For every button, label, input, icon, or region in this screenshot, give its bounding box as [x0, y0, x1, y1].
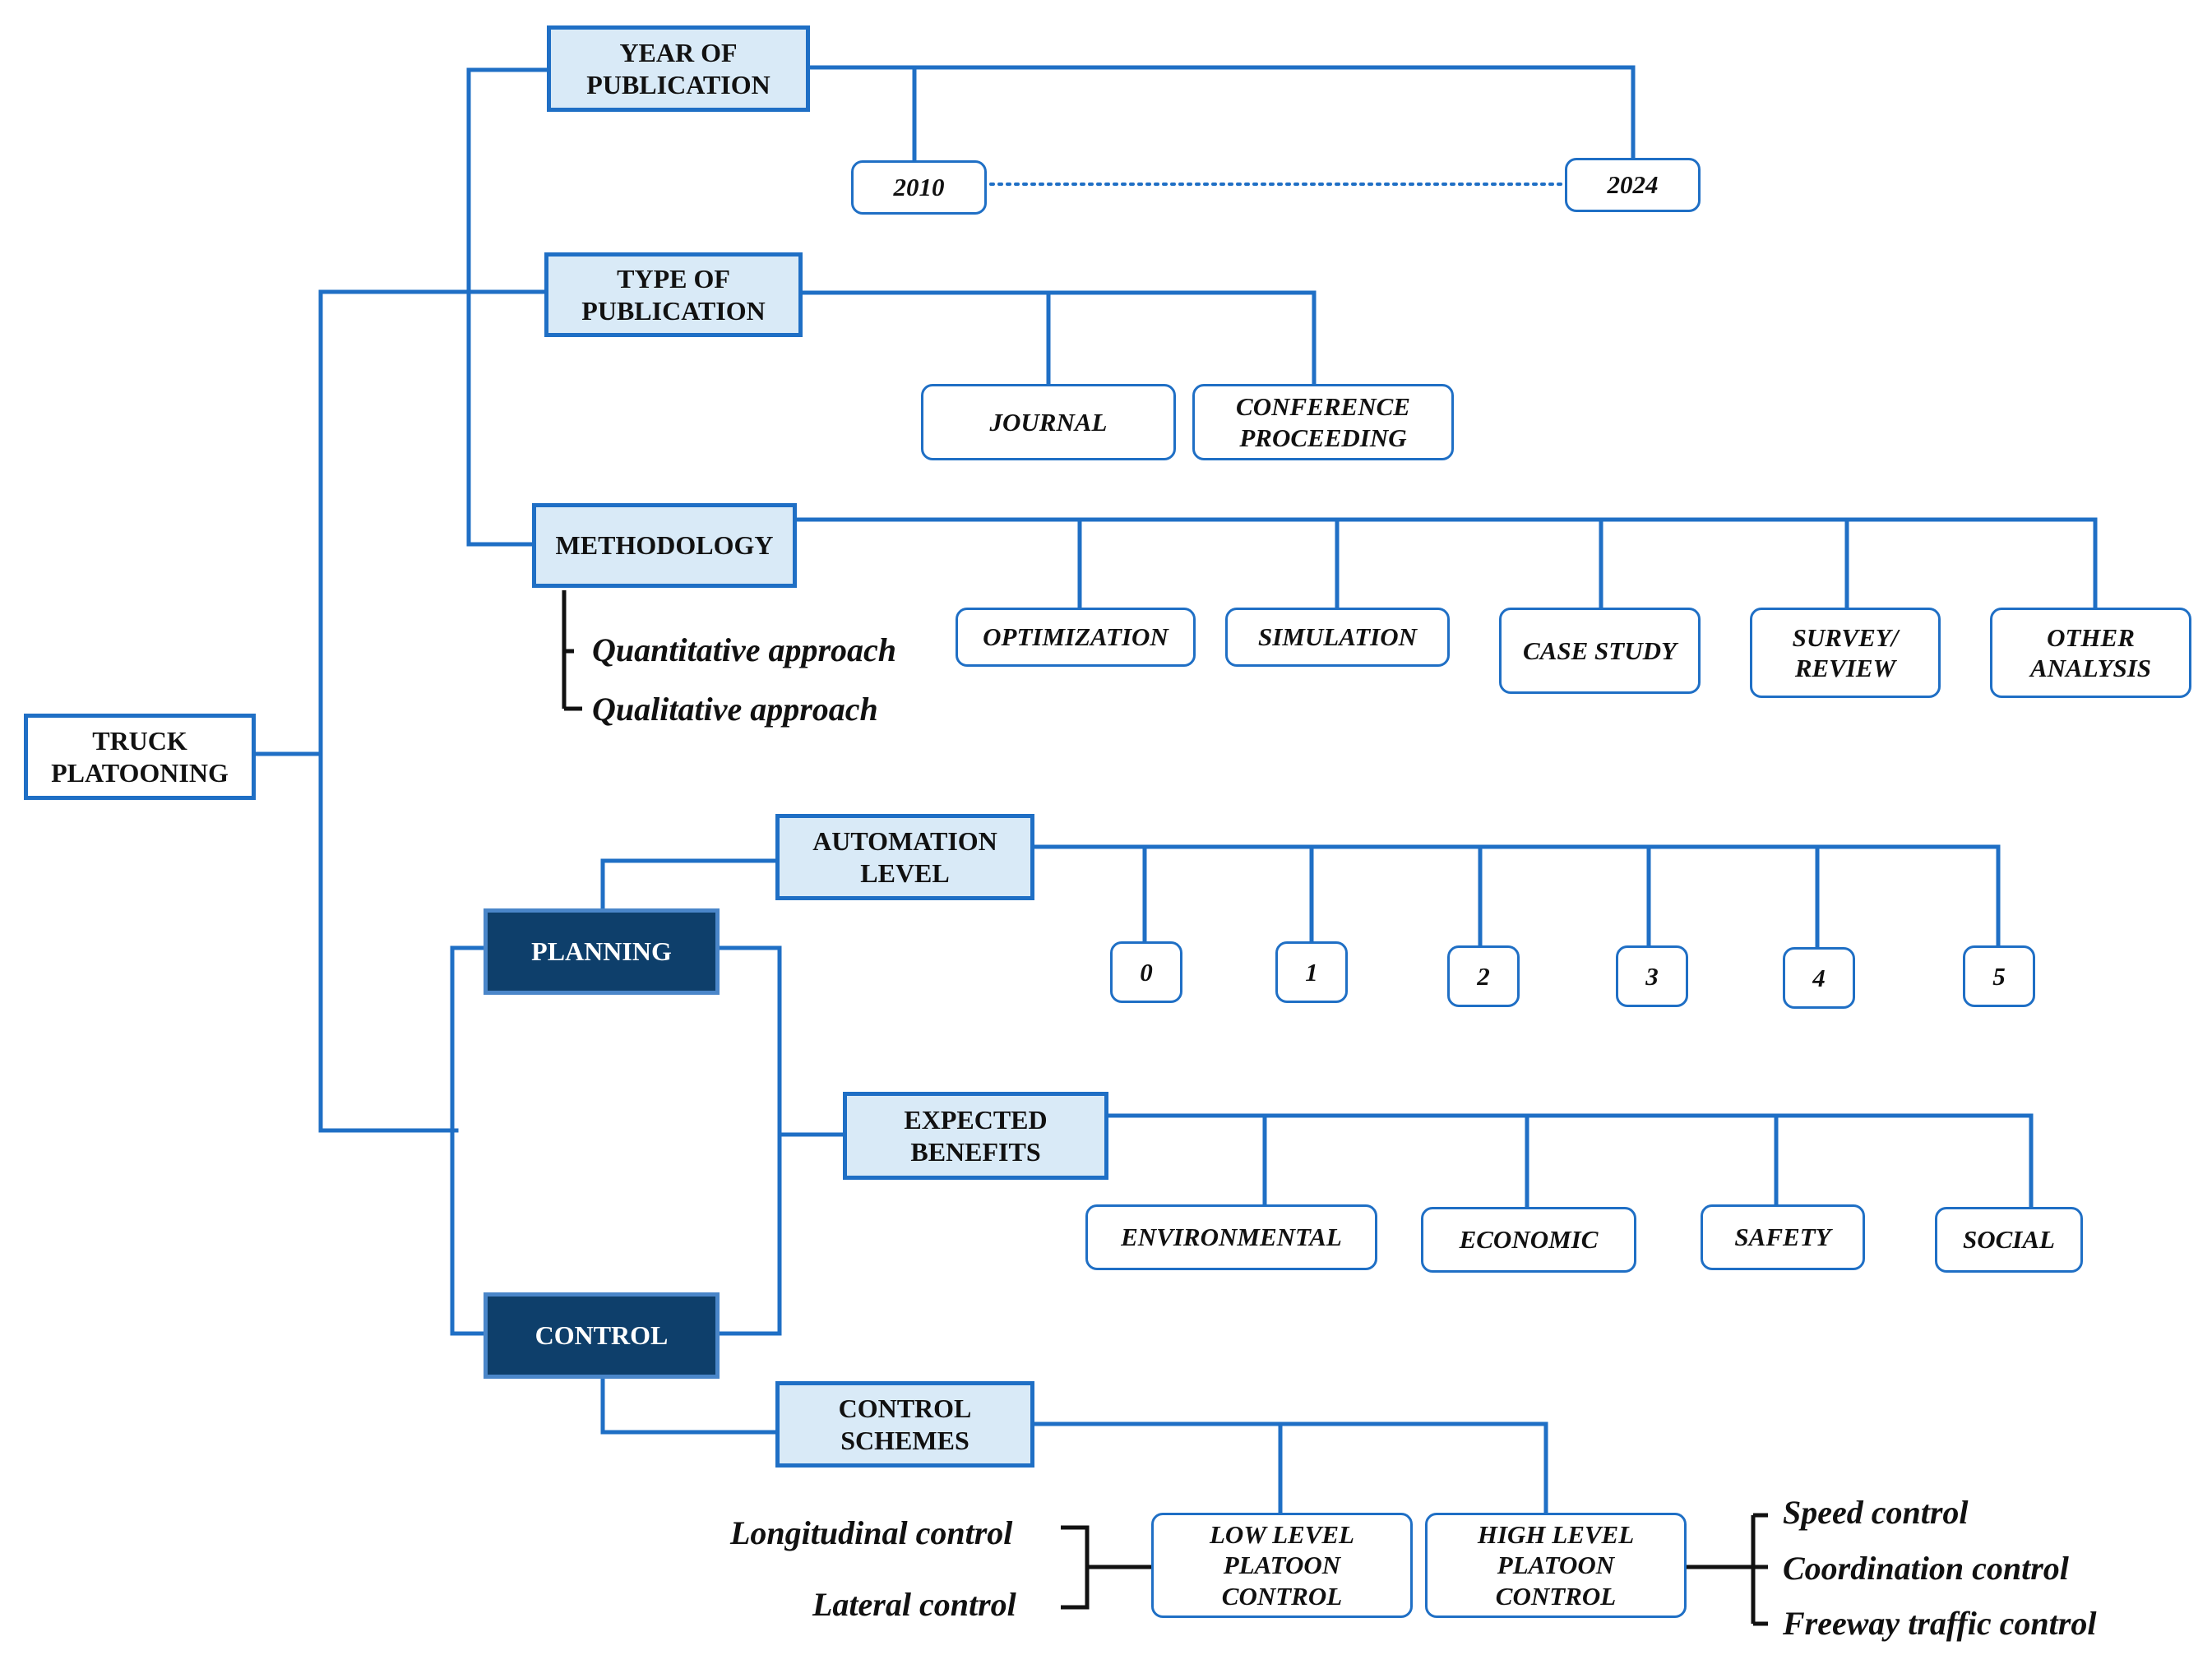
automation-level-label: AUTOMATION LEVEL — [812, 826, 997, 888]
case-study-box: CASE STUDY — [1499, 608, 1701, 694]
economic-label: ECONOMIC — [1459, 1225, 1599, 1255]
year-start-box: 2010 — [851, 160, 987, 215]
automation-connector — [600, 844, 2001, 948]
control-schemes-box: CONTROL SCHEMES — [775, 1381, 1034, 1468]
survey-review-box: SURVEY/ REVIEW — [1750, 608, 1941, 698]
freeway-traffic-control-note: Freeway traffic control — [1783, 1605, 2097, 1642]
expected-benefits-box: EXPECTED BENEFITS — [843, 1092, 1108, 1180]
control-schemes-label: CONTROL SCHEMES — [838, 1394, 972, 1455]
social-label: SOCIAL — [1963, 1225, 2055, 1255]
year-start-label: 2010 — [893, 173, 945, 202]
optimization-box: OPTIMIZATION — [956, 608, 1196, 667]
type-connector — [798, 290, 1317, 389]
low-level-platoon-control-box: LOW LEVEL PLATOON CONTROL — [1151, 1513, 1413, 1618]
automation-level-2-box: 2 — [1447, 945, 1520, 1007]
methodology-connector — [792, 517, 2098, 612]
control-box: CONTROL — [484, 1292, 720, 1379]
methodology-label: METHODOLOGY — [555, 530, 774, 561]
automation-level-2-label: 2 — [1477, 961, 1490, 991]
automation-level-4-label: 4 — [1812, 963, 1826, 992]
automation-level-5-box: 5 — [1963, 945, 2035, 1007]
simulation-box: SIMULATION — [1225, 608, 1450, 667]
control-schemes-connector — [600, 1375, 1548, 1519]
expected-benefits-label: EXPECTED BENEFITS — [904, 1105, 1048, 1167]
social-box: SOCIAL — [1935, 1207, 2083, 1273]
simulation-label: SIMULATION — [1258, 622, 1417, 652]
conference-proceeding-box: CONFERENCE PROCEEDING — [1192, 384, 1454, 460]
other-analysis-label: OTHER ANALYSIS — [2029, 622, 2151, 682]
environmental-label: ENVIRONMENTAL — [1121, 1223, 1342, 1252]
speed-control-note: Speed control — [1783, 1494, 1969, 1531]
year-end-box: 2024 — [1565, 158, 1701, 212]
case-study-label: CASE STUDY — [1523, 636, 1677, 665]
planning-control-right — [715, 945, 782, 1336]
methodology-box: METHODOLOGY — [532, 503, 797, 588]
year-connector — [805, 65, 1636, 165]
upper-trunk — [466, 67, 552, 547]
quantitative-approach-note: Quantitative approach — [592, 631, 897, 668]
planning-control-left — [450, 945, 488, 1336]
automation-level-box: AUTOMATION LEVEL — [775, 814, 1034, 900]
benefits-connector — [777, 1113, 2034, 1209]
journal-box: JOURNAL — [921, 384, 1176, 460]
low-level-bracket — [1061, 1525, 1154, 1610]
year-of-publication-box: YEAR OF PUBLICATION — [547, 25, 810, 112]
root-connector — [252, 289, 471, 1133]
safety-label: SAFETY — [1734, 1223, 1831, 1252]
year-end-label: 2024 — [1607, 170, 1659, 200]
longitudinal-control-note: Longitudinal control — [730, 1514, 1013, 1551]
automation-level-0-box: 0 — [1110, 941, 1182, 1003]
automation-level-1-label: 1 — [1305, 957, 1318, 987]
conference-proceeding-label: CONFERENCE PROCEEDING — [1236, 392, 1410, 452]
automation-level-5-label: 5 — [1992, 961, 2006, 991]
automation-level-0-label: 0 — [1140, 957, 1153, 987]
control-label: CONTROL — [534, 1320, 669, 1351]
automation-level-3-box: 3 — [1616, 945, 1688, 1007]
high-level-platoon-control-box: HIGH LEVEL PLATOON CONTROL — [1425, 1513, 1687, 1618]
environmental-box: ENVIRONMENTAL — [1085, 1204, 1377, 1270]
lateral-control-note: Lateral control — [812, 1586, 1016, 1623]
planning-box: PLANNING — [484, 908, 720, 995]
safety-box: SAFETY — [1701, 1204, 1865, 1270]
year-of-publication-label: YEAR OF PUBLICATION — [586, 38, 770, 99]
methodology-approach-bracket — [562, 590, 582, 711]
other-analysis-box: OTHER ANALYSIS — [1990, 608, 2191, 698]
automation-level-3-label: 3 — [1645, 961, 1659, 991]
economic-box: ECONOMIC — [1421, 1207, 1636, 1273]
high-level-platoon-control-label: HIGH LEVEL PLATOON CONTROL — [1477, 1520, 1635, 1611]
qualitative-approach-note: Qualitative approach — [592, 691, 878, 728]
truck-platooning-label: TRUCK PLATOONING — [51, 726, 229, 788]
type-of-publication-box: TYPE OF PUBLICATION — [544, 252, 803, 337]
automation-level-1-box: 1 — [1275, 941, 1348, 1003]
survey-review-label: SURVEY/ REVIEW — [1792, 622, 1899, 682]
automation-level-4-box: 4 — [1783, 947, 1855, 1009]
planning-label: PLANNING — [531, 936, 672, 967]
low-level-platoon-control-label: LOW LEVEL PLATOON CONTROL — [1210, 1520, 1354, 1611]
truck-platooning-box: TRUCK PLATOONING — [24, 714, 256, 800]
journal-label: JOURNAL — [989, 407, 1108, 437]
optimization-label: OPTIMIZATION — [983, 622, 1168, 652]
high-level-bracket — [1686, 1513, 1768, 1626]
coordination-control-note: Coordination control — [1783, 1550, 2069, 1587]
type-of-publication-label: TYPE OF PUBLICATION — [581, 264, 766, 326]
